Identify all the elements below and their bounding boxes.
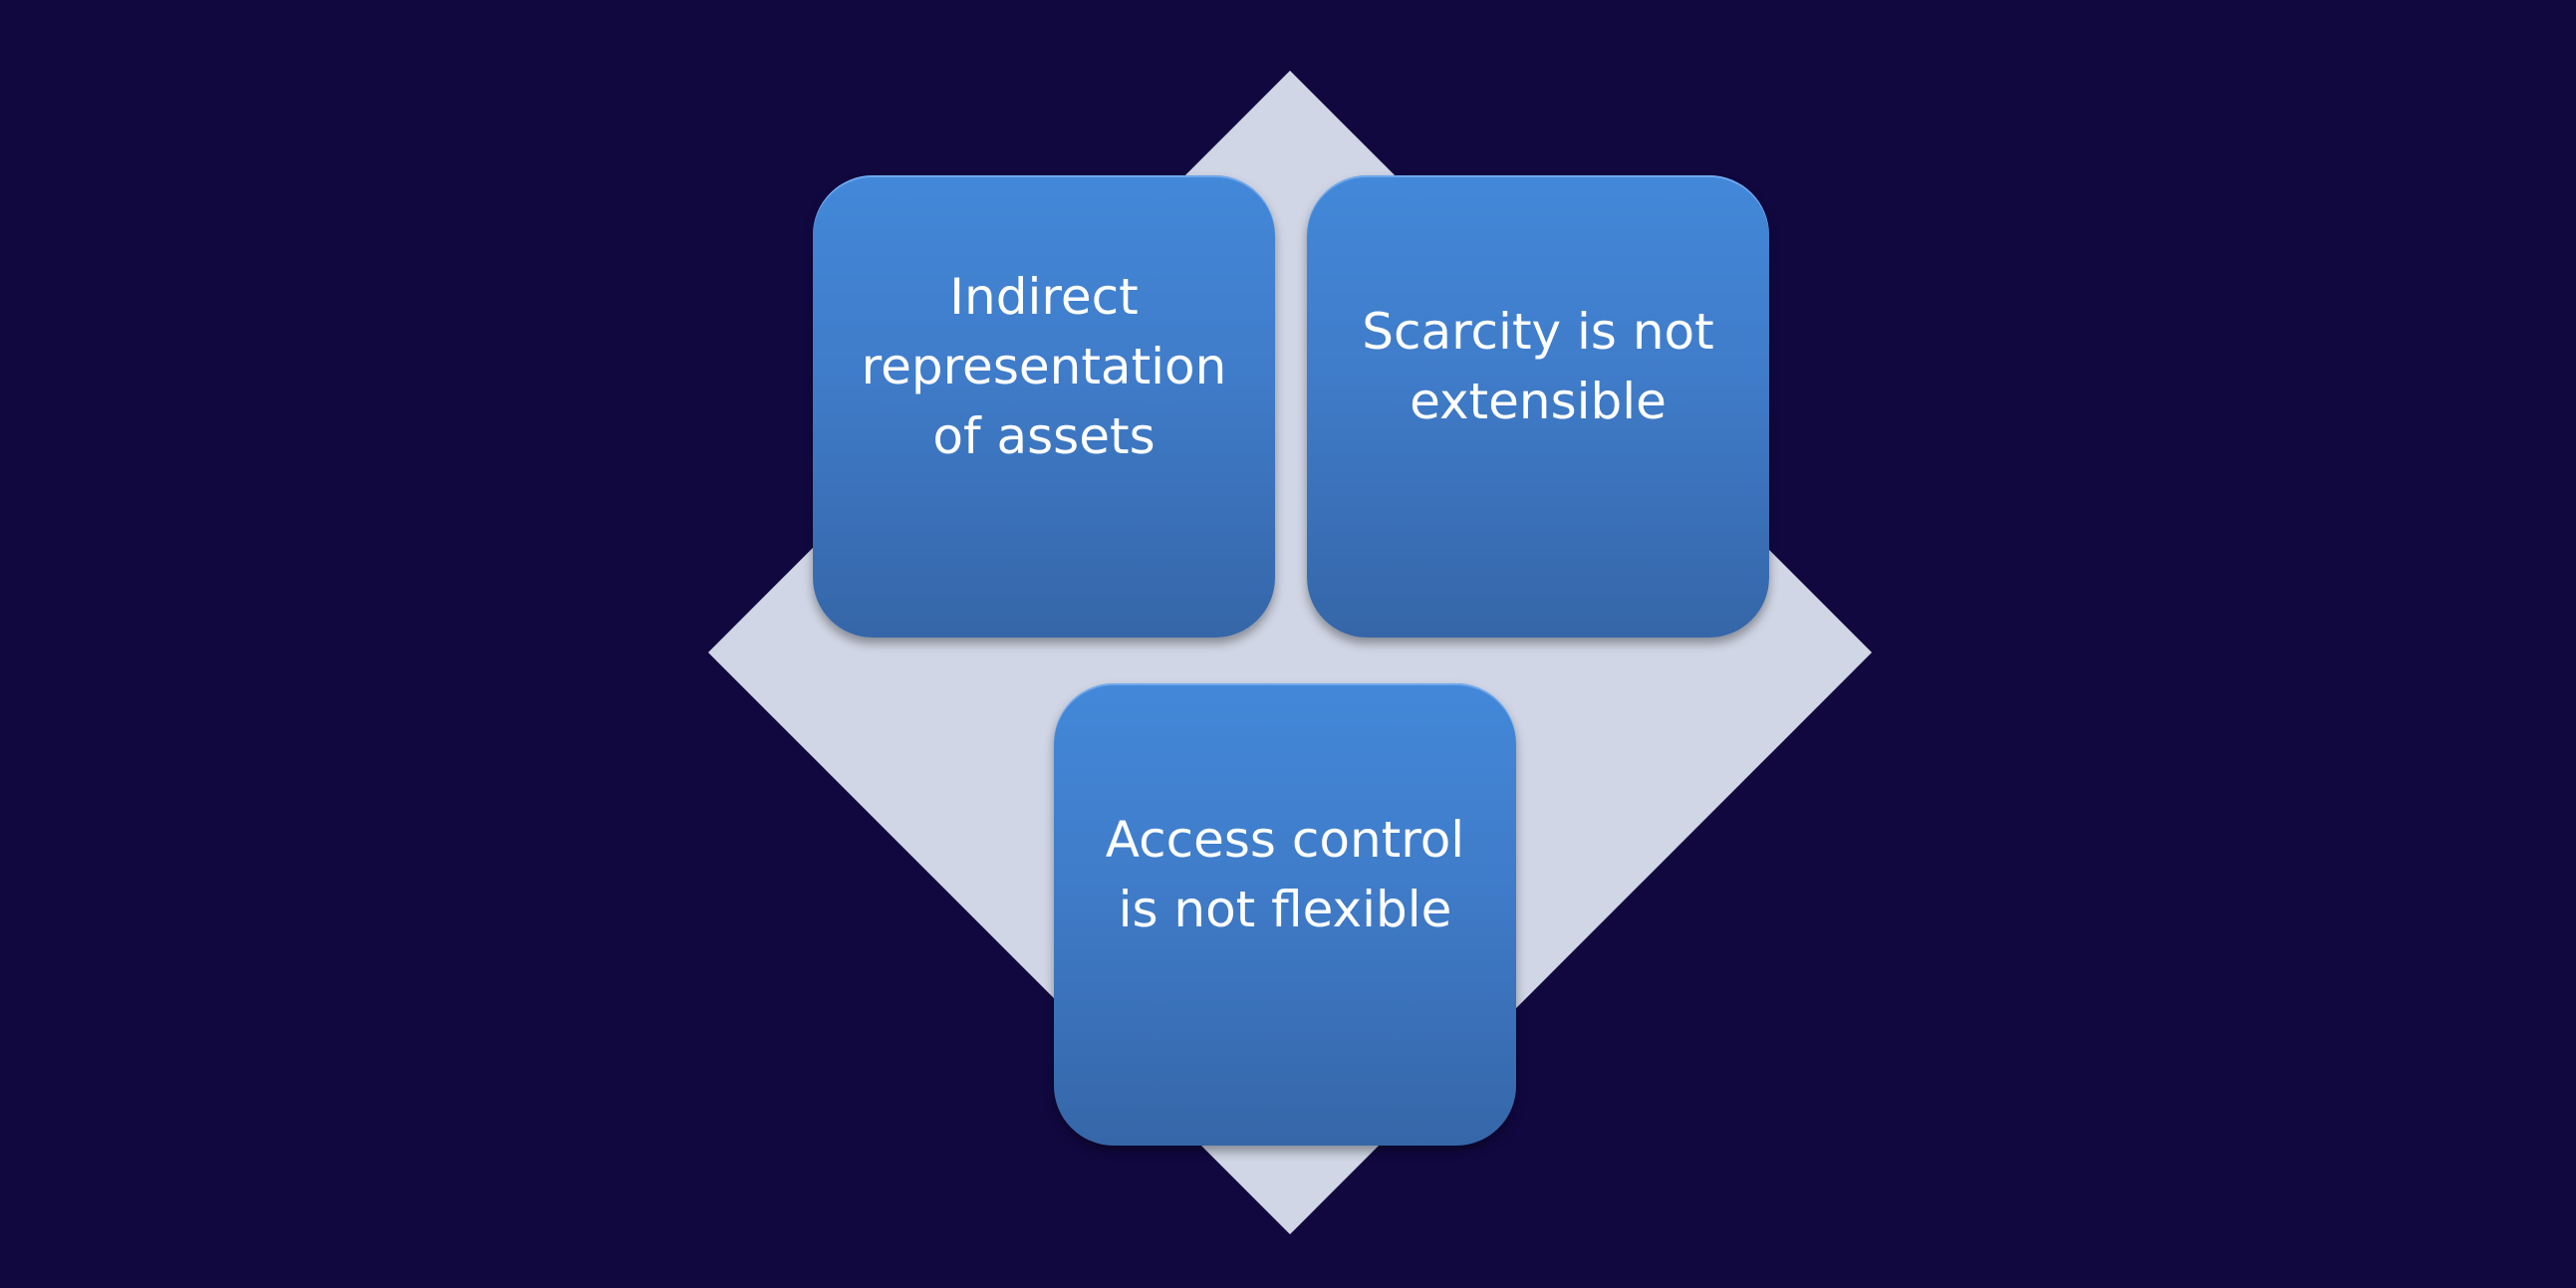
box-access-control: Access control is not flexible [1054,683,1516,1146]
box-label: Scarcity is not extensible [1362,303,1714,430]
box-label: Indirect representation of assets [861,268,1227,465]
box-indirect-representation: Indirect representation of assets [813,175,1275,638]
box-label: Access control is not flexible [1105,811,1465,938]
box-scarcity: Scarcity is not extensible [1307,175,1769,638]
